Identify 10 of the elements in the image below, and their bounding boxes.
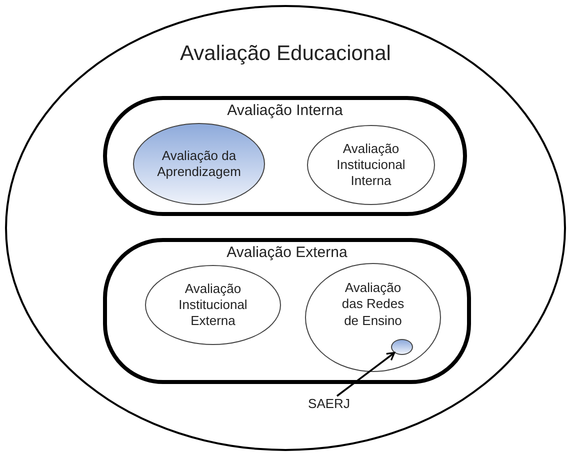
- node-text: Avaliação Externa: [226, 244, 348, 263]
- node-text: Avaliação Institucional Externa: [178, 280, 248, 330]
- node-text: Avaliação Interna: [227, 102, 343, 121]
- node-text: Avaliação da Aprendizagem: [157, 148, 241, 180]
- arrow: [336, 352, 396, 397]
- node-text: Avaliação Institucional Interna: [336, 140, 406, 190]
- node-text: Avaliação Educacional: [180, 41, 391, 67]
- node-label: SAERJ: [308, 396, 350, 414]
- node-text: Avaliação das Redes de Ensino: [340, 280, 406, 329]
- small-ellipse: [391, 339, 413, 355]
